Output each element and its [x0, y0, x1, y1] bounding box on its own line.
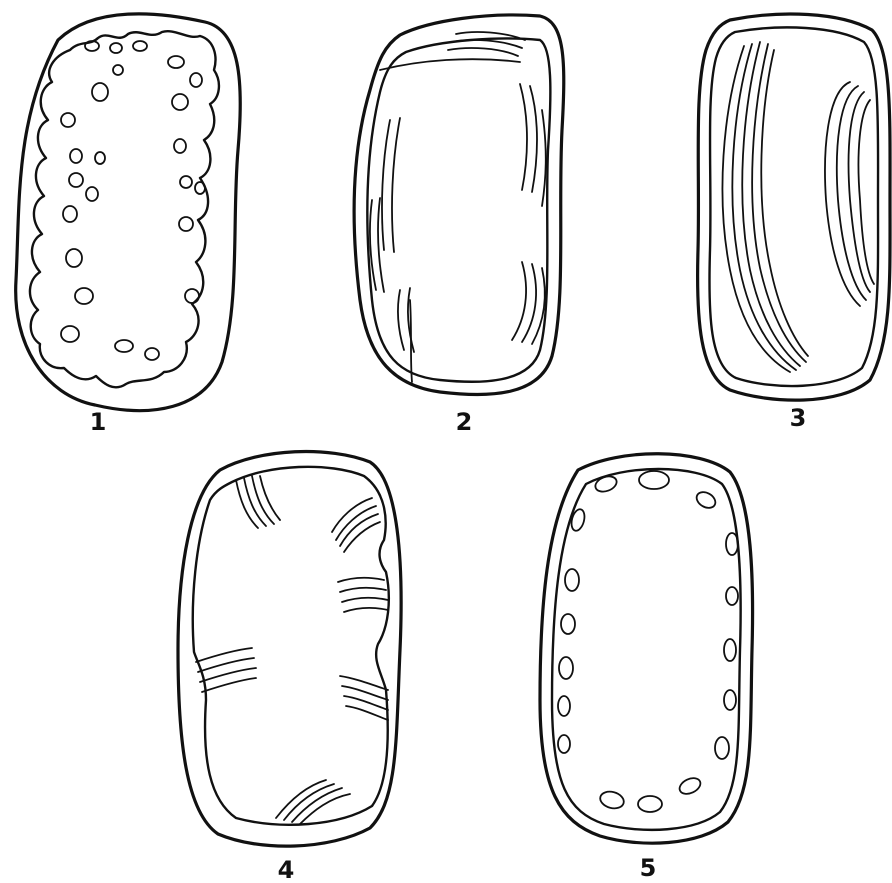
panel-3-label: 3 — [790, 404, 807, 432]
panel-2-inner-partition — [380, 59, 520, 70]
panel-4-cell: 4 — [178, 452, 401, 883]
panel-2-cell: 2 — [354, 15, 564, 436]
panel-5-inner-membrane — [552, 469, 741, 830]
panel-2-inner-membrane — [367, 39, 550, 382]
panel-4-outer-membrane — [178, 452, 401, 847]
panel-2-outer-membrane — [354, 15, 564, 395]
panel-4-lamellae-top-left — [236, 476, 280, 528]
panel-4-lamellae-bottom — [276, 780, 350, 824]
panel-5-vesicles — [558, 471, 738, 812]
panel-2-lamellae-left — [370, 118, 414, 352]
panel-3-grana-left — [722, 42, 808, 372]
panel-3-cell: 3 — [698, 14, 890, 432]
panel-4-inner-membrane — [193, 467, 389, 825]
panel-5-label: 5 — [640, 854, 657, 882]
panel-4-lamellae-top-right — [332, 498, 380, 552]
panel-4-lamellae-mid-right — [338, 578, 388, 612]
panel-4-label: 4 — [278, 856, 295, 883]
panel-5-cell: 5 — [540, 454, 753, 882]
panel-2-lamellae-right — [512, 84, 546, 344]
panel-2-lamellae-top — [448, 32, 525, 56]
panel-3-grana-right — [825, 82, 874, 306]
panel-1-vesicles — [61, 41, 205, 360]
panel-2-label: 2 — [456, 408, 473, 436]
panel-4-lamellae-low-right — [340, 676, 388, 720]
panel-1-cell: 1 — [16, 14, 241, 436]
panel-1-label: 1 — [90, 408, 107, 436]
